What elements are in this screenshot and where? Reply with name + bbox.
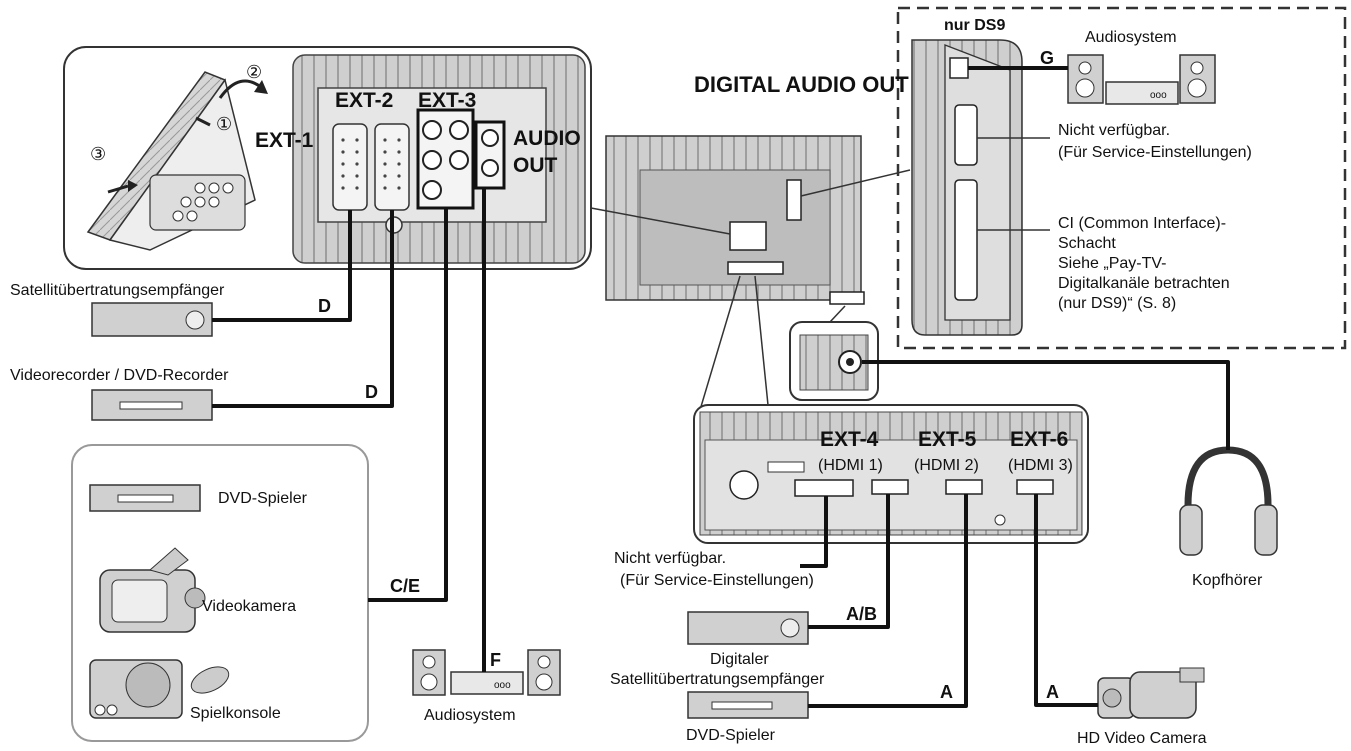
cable-label-ab: A/B: [846, 604, 877, 624]
label-ci-4: Digitalkanäle betrachten: [1058, 275, 1230, 292]
label-dvd-player-group: DVD-Spieler: [218, 490, 308, 507]
label-digital-sat-2: Satellitübertratungsempfänger: [610, 671, 825, 688]
label-dvd-player-bottom: DVD-Spieler: [686, 727, 776, 744]
label-ci-3: Siehe „Pay-TV-: [1058, 255, 1166, 272]
tv-rear: [590, 135, 911, 411]
digital-sat-receiver: [687, 611, 809, 645]
label-game-console: Spielkonsole: [190, 705, 281, 722]
port-hdmi2: [945, 479, 983, 495]
label-ext6-sub: (HDMI 3): [1008, 457, 1073, 474]
audiosystem-top-icon: ooo: [1067, 54, 1216, 105]
label-satellite-receiver: Satellitübertratungsempfänger: [10, 282, 225, 299]
headphone-jack-callout: [789, 321, 879, 401]
label-ext3: EXT-3: [418, 89, 476, 112]
label-ext4-sub: (HDMI 1): [818, 457, 883, 474]
cables: [212, 66, 1230, 708]
label-video-recorder: Videorecorder / DVD-Recorder: [10, 367, 229, 384]
label-audiosystem-bottom: Audiosystem: [424, 707, 516, 724]
hd-camera-icon: [1097, 667, 1205, 719]
cable-ce: [368, 208, 448, 602]
cable-label-a1: A: [940, 682, 953, 702]
cable-a2: [1034, 494, 1098, 707]
cable-label-g: G: [1040, 48, 1054, 68]
label-audiosystem-top: Audiosystem: [1085, 29, 1177, 46]
step-1: ①: [216, 114, 232, 134]
rear-panel-callout: ① ② ③ EXT-1 EXT-2 EXT-3 AUDIO OUT: [63, 46, 592, 270]
game-console-icon: [89, 659, 230, 719]
label-ext2: EXT-2: [335, 89, 393, 112]
camcorder-icon: [99, 547, 206, 633]
label-not-available-side-1: Nicht verfügbar.: [1058, 122, 1170, 139]
cable-ab: [808, 494, 890, 629]
port-hdmi1: [871, 479, 909, 495]
label-hd-camera: HD Video Camera: [1077, 730, 1207, 747]
svg-text:ooo: ooo: [494, 680, 511, 691]
label-digital-sat-1: Digitaler: [710, 651, 769, 668]
cable-label-ce: C/E: [390, 576, 420, 596]
headphones-icon: [1179, 446, 1278, 556]
label-ci-2: Schacht: [1058, 235, 1116, 252]
port-service: [794, 479, 854, 497]
label-ext4: EXT-4: [820, 428, 879, 451]
cable-label-d2: D: [365, 382, 378, 402]
scart-ext2: [374, 123, 410, 211]
label-digital-audio-out: DIGITAL AUDIO OUT: [694, 72, 909, 97]
label-ci-1: CI (Common Interface)-: [1058, 215, 1226, 232]
satellite-receiver: [91, 302, 213, 337]
hdmi-panel-callout: EXT-4 (HDMI 1) EXT-5 (HDMI 2) EXT-6 (HDM…: [693, 404, 1089, 544]
label-audio-out-2: OUT: [513, 154, 558, 177]
label-not-available-side-2: (Für Service-Einstellungen): [1058, 144, 1252, 161]
label-nur-ds9: nur DS9: [944, 17, 1005, 34]
label-ext6: EXT-6: [1010, 428, 1068, 451]
label-ext5-sub: (HDMI 2): [914, 457, 979, 474]
label-service-1: Nicht verfügbar.: [614, 550, 726, 567]
cable-d2: [212, 210, 394, 408]
port-hdmi3: [1016, 479, 1054, 495]
cable-d1: [212, 210, 352, 322]
flip-cover-illustration: [86, 71, 268, 251]
step-3: ③: [90, 144, 106, 164]
label-ext1: EXT-1: [255, 129, 314, 152]
cable-a1: [808, 494, 968, 708]
cable-headphones: [862, 360, 1230, 450]
ds9-only-box: nur DS9 ooo Audiosystem DIGITAL AUDIO OU…: [694, 6, 1347, 350]
audiosystem-bottom-icon: ooo: [412, 649, 561, 696]
cable-label-a2: A: [1046, 682, 1059, 702]
svg-text:ooo: ooo: [1150, 90, 1167, 101]
av-devices-group: [71, 444, 369, 742]
dvd-player-bottom: [687, 691, 809, 719]
label-ext5: EXT-5: [918, 428, 977, 451]
step-2: ②: [246, 62, 262, 82]
video-recorder: [91, 389, 213, 421]
cable-service: [800, 496, 828, 568]
cable-label-d1: D: [318, 296, 331, 316]
cable-label-f: F: [490, 650, 501, 670]
label-video-camera: Videokamera: [202, 598, 296, 615]
label-ci-5: (nur DS9)“ (S. 8): [1058, 295, 1176, 312]
scart-ext1: [332, 123, 368, 211]
label-audio-out-1: AUDIO: [513, 127, 581, 150]
label-service-2: (Für Service-Einstellungen): [620, 572, 814, 589]
label-headphones: Kopfhörer: [1192, 572, 1263, 589]
